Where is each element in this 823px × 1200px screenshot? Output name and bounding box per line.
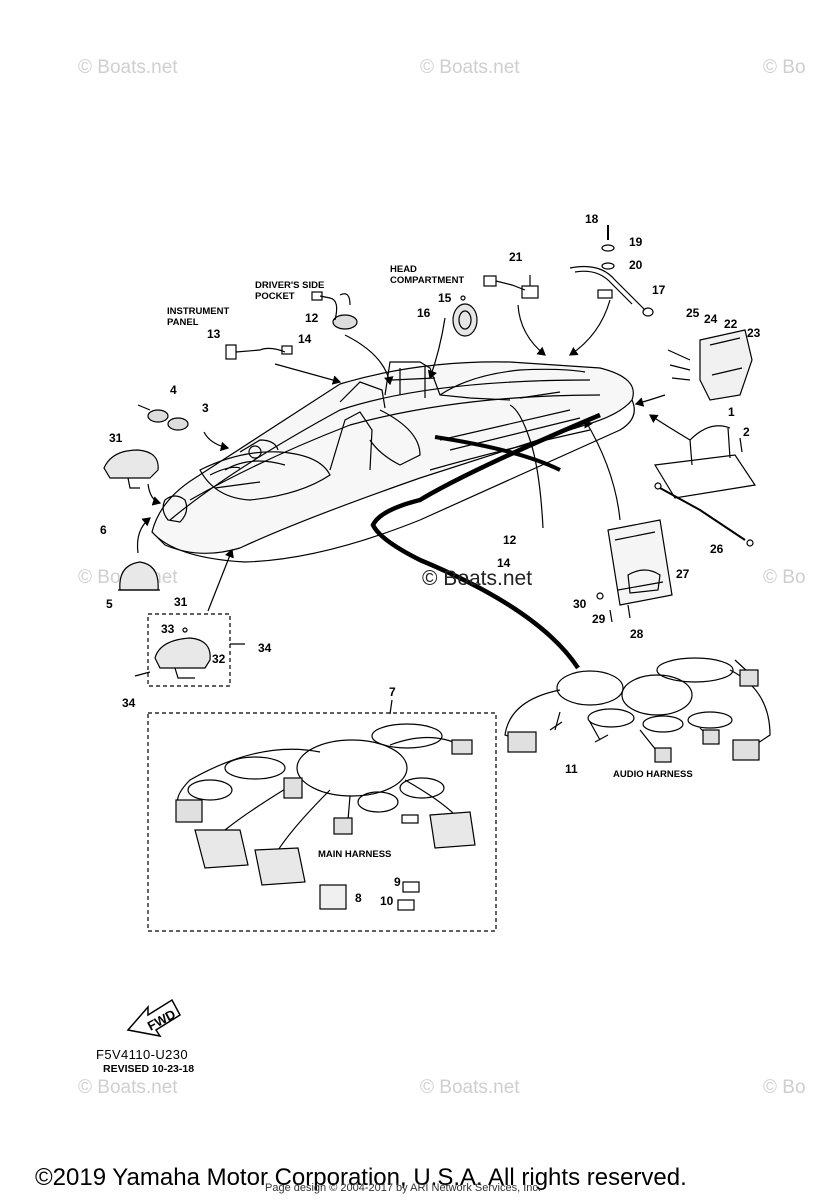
callout-13: 13 — [207, 327, 221, 341]
callout-7: 7 — [389, 685, 396, 699]
callout-34: 34 — [258, 641, 272, 655]
callout-26: 26 — [710, 542, 724, 556]
callout-8: 8 — [355, 891, 362, 905]
nav-light-5 — [118, 561, 160, 591]
main-harness-box — [147, 712, 497, 932]
head-light — [452, 295, 478, 337]
boat-hull — [151, 361, 635, 563]
callout-33: 33 — [161, 622, 175, 636]
callout-34: 34 — [122, 696, 136, 710]
callout-5: 5 — [106, 597, 113, 611]
nav-light-detail-box — [134, 613, 245, 687]
instrument-panel-label-line: PANEL — [167, 317, 199, 328]
callout-23: 23 — [747, 326, 761, 340]
callout-16: 16 — [417, 306, 431, 320]
callout-32: 32 — [212, 652, 226, 666]
drivers-side-pocket-label: DRIVER'S SIDE POCKET — [255, 280, 324, 302]
callout-17: 17 — [652, 283, 666, 297]
callout-1: 1 — [728, 405, 735, 419]
callout-29: 29 — [592, 612, 606, 626]
watermark: © Bo — [763, 567, 806, 588]
callout-31: 31 — [109, 431, 123, 445]
watermark: © Boats.net — [420, 57, 520, 78]
drivers-side-pocket-label-line: POCKET — [255, 291, 295, 302]
fwd-label: FWD — [145, 1006, 178, 1033]
watermark: © Boats.net — [78, 1077, 178, 1098]
head-compartment-label-line: HEAD — [390, 264, 417, 275]
callout-18: 18 — [585, 212, 599, 226]
callout-2: 2 — [743, 425, 750, 439]
callout-21: 21 — [509, 250, 523, 264]
callout-15: 15 — [438, 291, 452, 305]
callout-12: 12 — [305, 311, 319, 325]
copyright-notice: ©2019 Yamaha Motor Corporation, U.S.A. A… — [35, 1164, 687, 1191]
audio-harness-label: AUDIO HARNESS — [613, 769, 693, 780]
battery-box — [654, 425, 757, 499]
callout-6: 6 — [100, 523, 107, 537]
instrument-panel-part — [225, 344, 293, 360]
control-module-22 — [667, 329, 753, 401]
callout-4: 4 — [170, 383, 177, 397]
callout-19: 19 — [629, 235, 643, 249]
cable-17 — [569, 265, 654, 317]
callout-3: 3 — [202, 401, 209, 415]
callout-12: 12 — [503, 533, 517, 547]
page-design-credit: Page design © 2004-2017 by ARI Network S… — [265, 1182, 541, 1194]
fwd-arrow — [126, 998, 181, 1038]
callout-10: 10 — [380, 894, 394, 908]
head-compartment-label: HEAD COMPARTMENT — [390, 264, 464, 286]
callout-14: 14 — [497, 556, 511, 570]
callout-20: 20 — [629, 258, 643, 272]
callout-31: 31 — [174, 595, 188, 609]
callout-27: 27 — [676, 567, 690, 581]
main-harness-label: MAIN HARNESS — [318, 849, 392, 860]
diagram-code: F5V4110-U230 — [96, 1047, 189, 1062]
callout-28: 28 — [630, 627, 644, 641]
callout-11: 11 — [565, 762, 578, 776]
audio-harness — [504, 657, 771, 763]
audio-module-27 — [596, 519, 673, 623]
nav-light-31 — [103, 449, 159, 489]
button-3 — [137, 404, 189, 431]
center-watermark: © Boats.net — [422, 567, 533, 590]
callout-14: 14 — [298, 332, 312, 346]
callout-25: 25 — [686, 306, 700, 320]
watermark: © Bo — [763, 57, 806, 78]
callout-30: 30 — [573, 597, 587, 611]
callout-9: 9 — [394, 875, 401, 889]
revised-date: REVISED 10-23-18 — [103, 1063, 195, 1075]
sensor-21 — [483, 275, 539, 299]
callout-24: 24 — [704, 312, 718, 326]
instrument-panel-label: INSTRUMENT PANEL — [167, 306, 229, 328]
cable-26 — [654, 482, 754, 547]
drivers-pocket-light — [311, 291, 358, 330]
head-compartment-label-line: COMPARTMENT — [390, 275, 465, 286]
watermark: © Boats.net — [78, 57, 178, 78]
watermark: © Boats.net — [420, 1077, 520, 1098]
drivers-side-pocket-label-line: DRIVER'S SIDE — [255, 280, 325, 291]
watermark: © Bo — [763, 1077, 806, 1098]
callout-22: 22 — [724, 317, 738, 331]
bolt-18-20 — [601, 225, 615, 270]
instrument-panel-label-line: INSTRUMENT — [167, 306, 230, 317]
